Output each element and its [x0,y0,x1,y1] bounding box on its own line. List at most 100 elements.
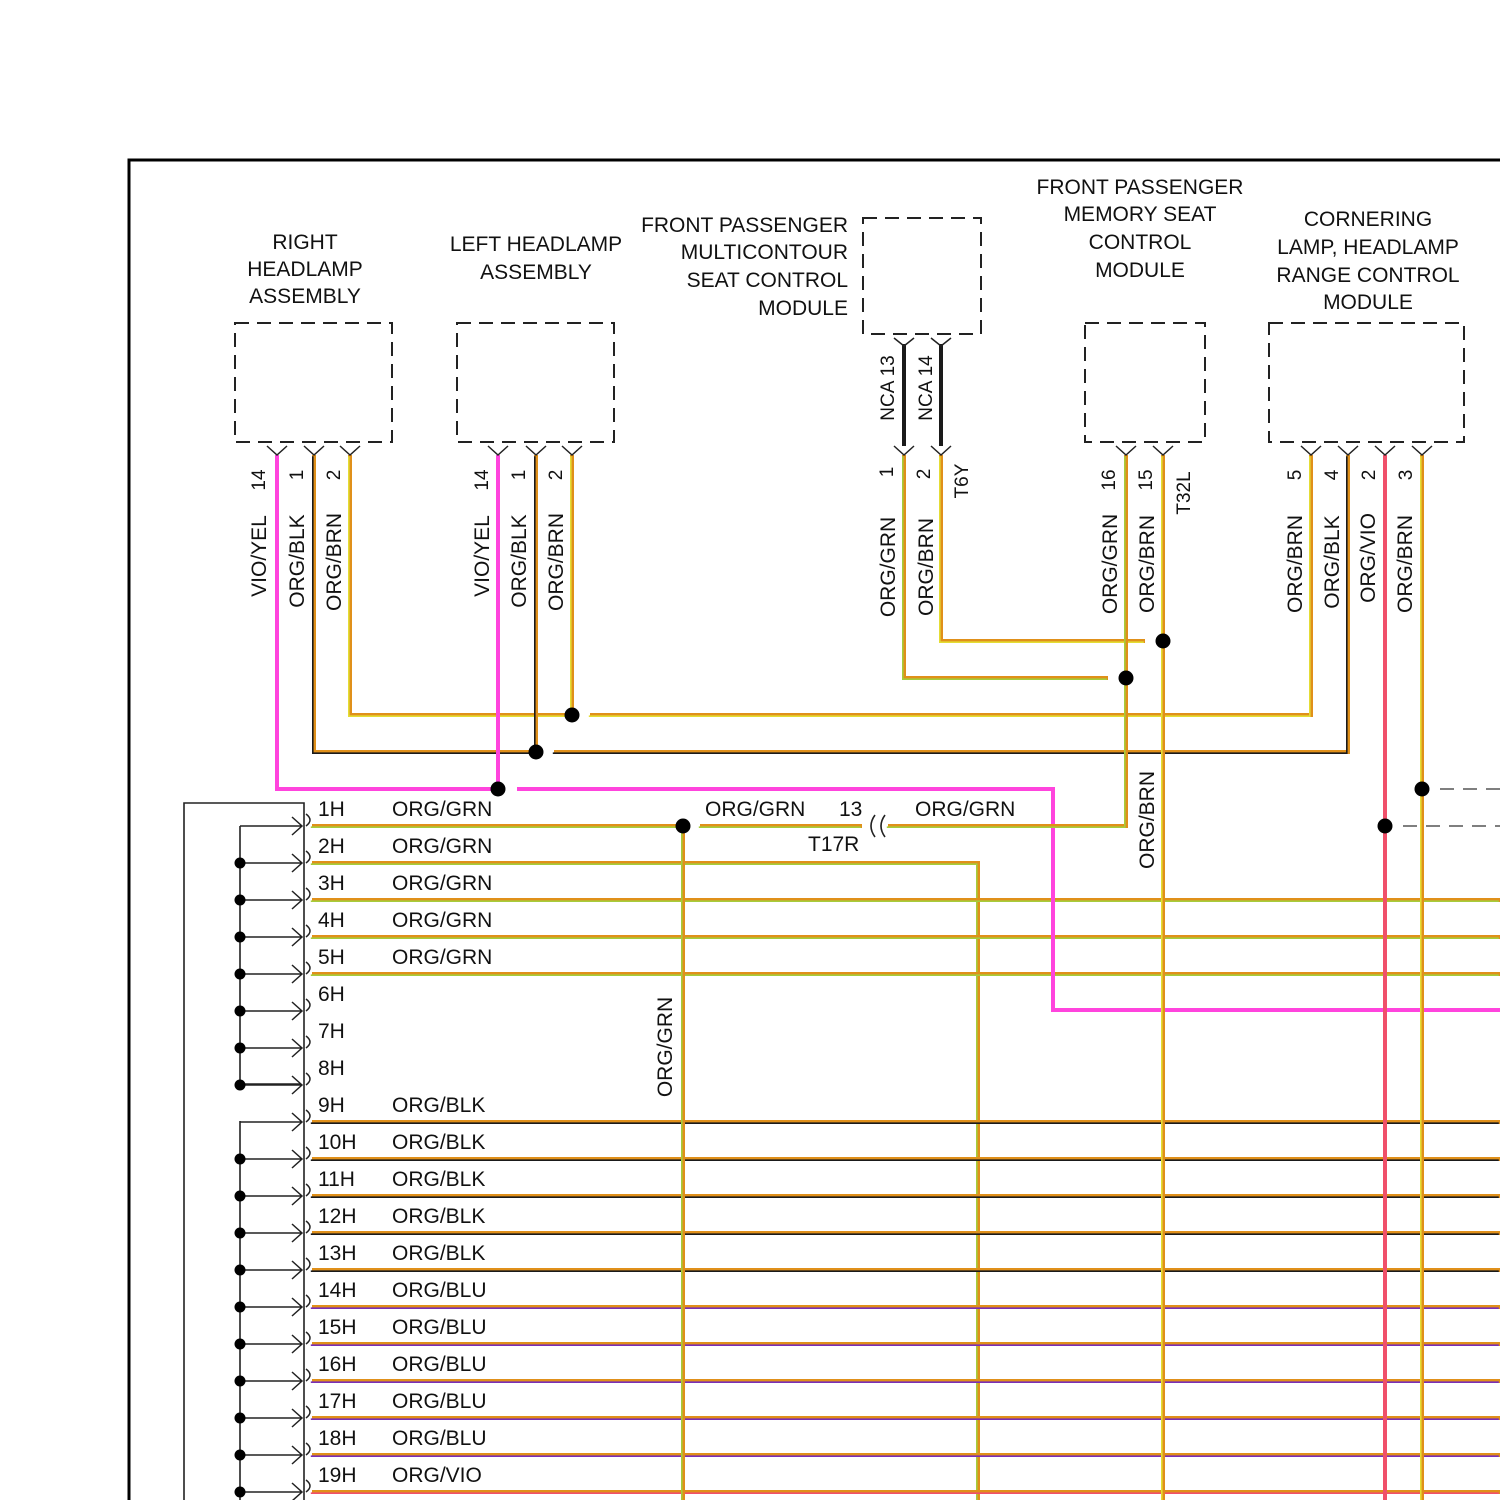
wire-memory-seat-15 [1162,455,1163,1500]
connector-bus-upper [240,826,300,1084]
pin-row-pin: 9H [318,1094,345,1117]
pin-row-arrow [240,1261,302,1279]
pin-row-terminal [306,1147,310,1159]
pin-row-pin: 18H [318,1427,357,1450]
wire-label: ORG/BRN [1284,515,1307,613]
svg-text:MULTICONTOUR: MULTICONTOUR [681,241,848,264]
bus-junction-dot [235,932,246,943]
pin-number: NCA 14 [916,355,937,421]
component-label-cornering: CORNERING LAMP, HEADLAMP RANGE CONTROL M… [1276,208,1459,314]
wire-label: ORG/VIO [1357,513,1380,603]
wire-row-16h [311,1381,1500,1382]
pin-row-arrow [240,1150,302,1168]
pin-row-pin: 13H [318,1242,357,1265]
wire-org-blk-bus [553,455,1348,753]
wire-row-5h [311,974,1500,975]
wire-splice-down [682,826,683,1500]
pin-row-arrow [240,817,302,835]
pin-row-arrow [240,1372,302,1390]
wire-row-13h [311,1270,1500,1271]
pin-row: 10HORG/BLK [235,1131,486,1168]
pin-row: 18H ORG/BLU [235,1427,487,1464]
splice-dot [491,782,506,797]
pin-row-wire: ORG/GRN [392,946,492,969]
wire-label: ORG/BLK [1321,515,1344,608]
wire-t17r-left [699,826,862,827]
pin-row-terminal [306,925,310,937]
pin-row-terminal [306,962,310,974]
component-label-left-headlamp: LEFT HEADLAMP ASSEMBLY [450,233,622,284]
wire-label: VIO/YEL [471,515,494,597]
pin-row-terminal [306,999,310,1011]
inline-connector-t17r [871,815,885,837]
svg-text:LAMP, HEADLAMP: LAMP, HEADLAMP [1277,236,1459,259]
splice-dot [676,819,691,834]
pin-row-terminal [306,814,310,826]
pin-row-pin: 17H [318,1390,357,1413]
splice-dot [565,708,580,723]
pin-row-arrow [240,1039,302,1057]
pin-terminal [931,446,951,455]
pin-row: 9HORG/BLK [240,1094,485,1131]
bus-junction-dot [235,1376,246,1387]
wire-row-12h [311,1233,1500,1234]
pin-row-pin: 7H [318,1020,345,1043]
multicontour-box [863,218,981,334]
pin-row-pin: 11H [318,1168,355,1191]
svg-text:MODULE: MODULE [1095,259,1185,282]
pin-row-wire: ORG/GRN [392,798,492,821]
bus-junction-dot [235,1228,246,1239]
svg-text:MEMORY SEAT: MEMORY SEAT [1064,203,1217,226]
wire-row-4h [311,937,1500,938]
pin-row-pin: 3H [318,872,345,895]
connector-pin-number: 13 [839,798,862,821]
pin-row-arrow [240,965,302,983]
bus-junction-dot [235,1154,246,1165]
pin-row-wire: ORG/GRN [392,909,492,932]
pin-row-terminal [306,1258,310,1270]
wire-row-18h [311,1455,1500,1456]
pin-row-wire: ORG/BLU [392,1427,487,1450]
connector-id: T32L [1174,471,1195,514]
wire-row-11h [311,1196,1500,1197]
pin-row: 13HORG/BLK [235,1242,486,1279]
wire-label: ORG/BRN [323,513,346,611]
wire-row-1h [311,826,683,827]
pin-row-arrow [240,1446,302,1464]
pin-terminal [562,446,582,455]
cornering-box [1269,323,1464,442]
pin-row-wire: ORG/BLU [392,1316,487,1339]
connector-id: T17R [808,833,859,856]
wire-label: ORG/GRN [915,798,1015,821]
wire-cornering-3 [1421,455,1422,1500]
bus-junction-dot [235,895,246,906]
pin-row-terminal [306,1295,310,1307]
wire-label: ORG/GRN [877,517,900,617]
splice-dot [1378,819,1393,834]
bus-junction-dot [235,1302,246,1313]
pin-terminal [1153,446,1173,455]
pin-row-wire: ORG/BLK [392,1205,485,1228]
svg-text:MODULE: MODULE [1323,291,1413,314]
bus-junction-dot [235,1413,246,1424]
svg-text:FRONT PASSENGER: FRONT PASSENGER [641,214,848,237]
pin-terminal [1412,446,1432,455]
pin-number: 2 [1359,470,1380,481]
pin-row-pin: 8H [318,1057,345,1080]
pin-terminal [267,446,287,455]
pin-row-wire: ORG/GRN [392,835,492,858]
svg-text:CONTROL: CONTROL [1089,231,1192,254]
pin-number: 15 [1136,469,1157,490]
pin-row-wire: ORG/BLK [392,1168,485,1191]
svg-text:HEADLAMP: HEADLAMP [247,258,363,281]
pin-number: 2 [914,469,935,480]
svg-text:ASSEMBLY: ASSEMBLY [480,261,592,284]
pin-row-arrow [240,1224,302,1242]
wire-label: ORG/GRN [1099,514,1122,614]
pin-row-pin: 12H [318,1205,357,1228]
wire-label: ORG/BRN [1136,771,1159,869]
wire-label: ORG/BLK [286,514,309,607]
